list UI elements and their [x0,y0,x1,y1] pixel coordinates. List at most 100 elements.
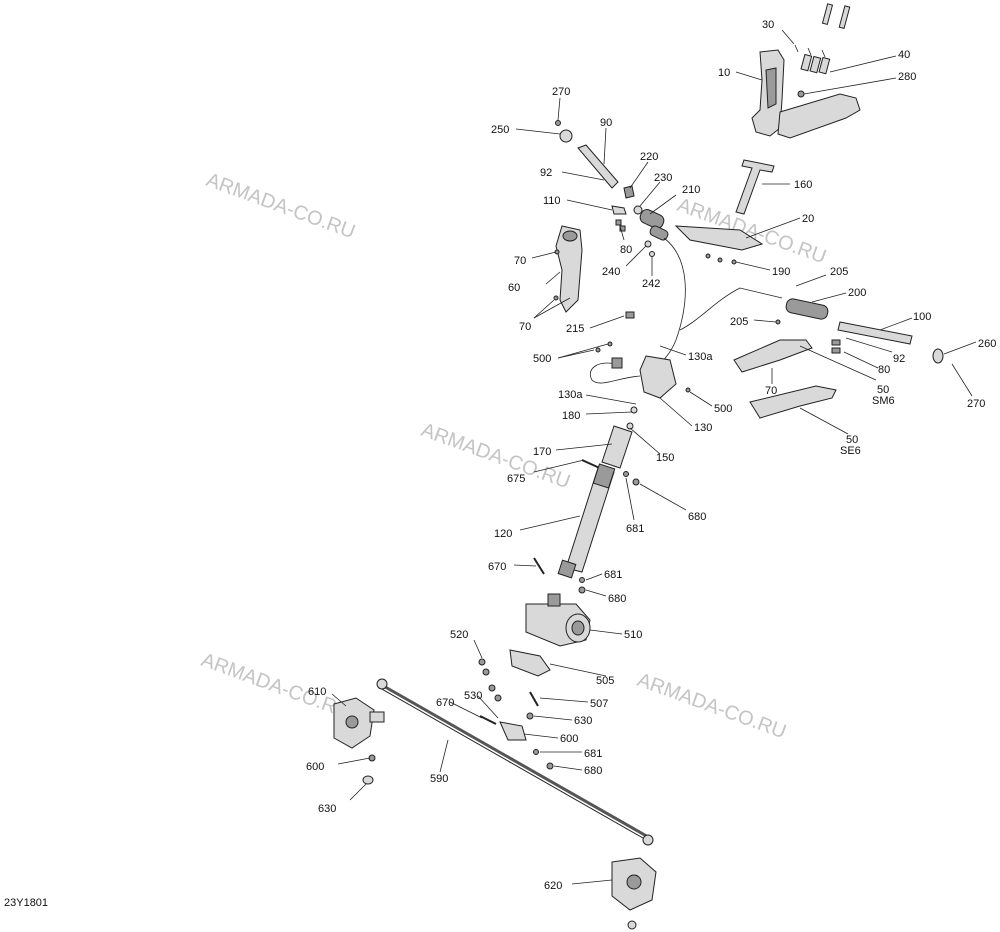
diagram-code: 23Y1801 [4,897,48,909]
hand-guard-60 [555,225,583,313]
label-520: 520 [450,629,468,641]
label-70-upper: 70 [514,255,526,267]
label-220: 220 [640,151,658,163]
callout-labels: 30 40 10 280 270 250 90 220 92 230 210 1… [306,19,996,892]
label-205-lower: 205 [730,316,748,328]
screw-500a [607,341,613,347]
label-92-left: 92 [540,167,552,179]
watermark-1: ARMADA-CO.RU [203,169,358,243]
part-240 [644,240,652,248]
washer-270a [555,120,561,126]
screws-190 [705,253,737,265]
label-70-right: 70 [765,385,777,397]
label-170: 170 [533,446,551,458]
plate-20 [674,225,764,251]
watermark-5: ARMADA-CO.RU [634,669,789,743]
label-507: 507 [590,698,608,710]
part-242 [649,251,655,257]
shaft-90 [577,144,619,189]
label-270-lower: 270 [967,398,985,410]
grip-200 [785,298,829,320]
label-215: 215 [566,323,584,335]
label-280: 280 [898,71,916,83]
bracket-505 [509,649,551,677]
label-80-left: 80 [620,244,632,256]
label-130a-lower: 130a [558,389,583,401]
throttle-assembly [649,225,783,373]
tie-rod-590 [376,678,654,846]
nut-630a [526,712,534,720]
label-190: 190 [772,266,790,278]
bushing-230 [633,205,643,215]
grip-210 [639,209,665,229]
part-drawings [333,3,944,930]
label-630-mid: 630 [574,715,592,727]
label-600-left: 600 [306,761,324,773]
steering-bracket-10 [751,49,861,139]
nut-680a [632,478,640,486]
label-681-upper: 681 [626,523,644,535]
label-20: 20 [802,213,814,225]
nut-680c [546,762,554,770]
label-620: 620 [544,880,562,892]
guard-50-se6 [749,385,837,419]
label-250: 250 [491,124,509,136]
label-680-upper: 680 [688,511,706,523]
label-242: 242 [642,278,660,290]
steering-column-120 [557,463,616,579]
connector-215 [625,311,635,319]
spring-220 [623,185,635,199]
label-610: 610 [308,686,326,698]
label-510: 510 [624,629,642,641]
bar-100 [837,321,913,345]
cap-260 [932,348,944,364]
label-80-right: 80 [878,364,890,376]
screw-280 [797,90,805,98]
label-530: 530 [464,690,482,702]
label-205-upper: 205 [830,266,848,278]
label-10: 10 [718,67,730,79]
nut-681b [579,577,585,583]
leader-lines [331,29,977,885]
label-680-mid: 680 [608,593,626,605]
clips-80b [831,339,841,354]
steering-knuckle-610 [333,697,385,749]
label-110: 110 [543,195,561,207]
label-50-se6: 50 [846,434,858,446]
nuts-520 [478,658,502,702]
label-680-lower: 680 [584,765,602,777]
pin-205 [775,319,781,325]
clips-80a [615,219,626,232]
label-sm6: SM6 [872,395,895,407]
label-260: 260 [978,338,996,350]
label-630-left: 630 [318,803,336,815]
steering-knuckle-620 [611,857,657,930]
label-675: 675 [507,473,525,485]
label-270-upper: 270 [552,86,570,98]
label-70-lower: 70 [519,321,531,333]
watermark-4: ARMADA-CO.RU [198,649,353,723]
bolt-set-30 [794,3,851,58]
label-600-mid: 600 [560,733,578,745]
label-681-mid: 681 [604,569,622,581]
label-130: 130 [694,422,712,434]
label-100: 100 [913,311,931,323]
post-160 [735,159,775,215]
label-210: 210 [682,184,700,196]
label-500-upper: 500 [533,353,551,365]
label-40: 40 [898,49,910,61]
label-60: 60 [508,282,520,294]
bolt-530 [479,715,497,725]
spacer-set-40 [800,53,831,75]
label-670-upper: 670 [488,561,506,573]
label-500-lower: 500 [714,403,732,415]
nut-681c [533,749,539,755]
label-670-lower: 670 [436,697,454,709]
label-90: 90 [600,117,612,129]
clip-110 [611,205,627,215]
label-50-sm6: 50 [877,384,889,396]
ring-150 [626,422,634,430]
screw-500b [595,347,601,353]
nut-681a [623,471,629,477]
